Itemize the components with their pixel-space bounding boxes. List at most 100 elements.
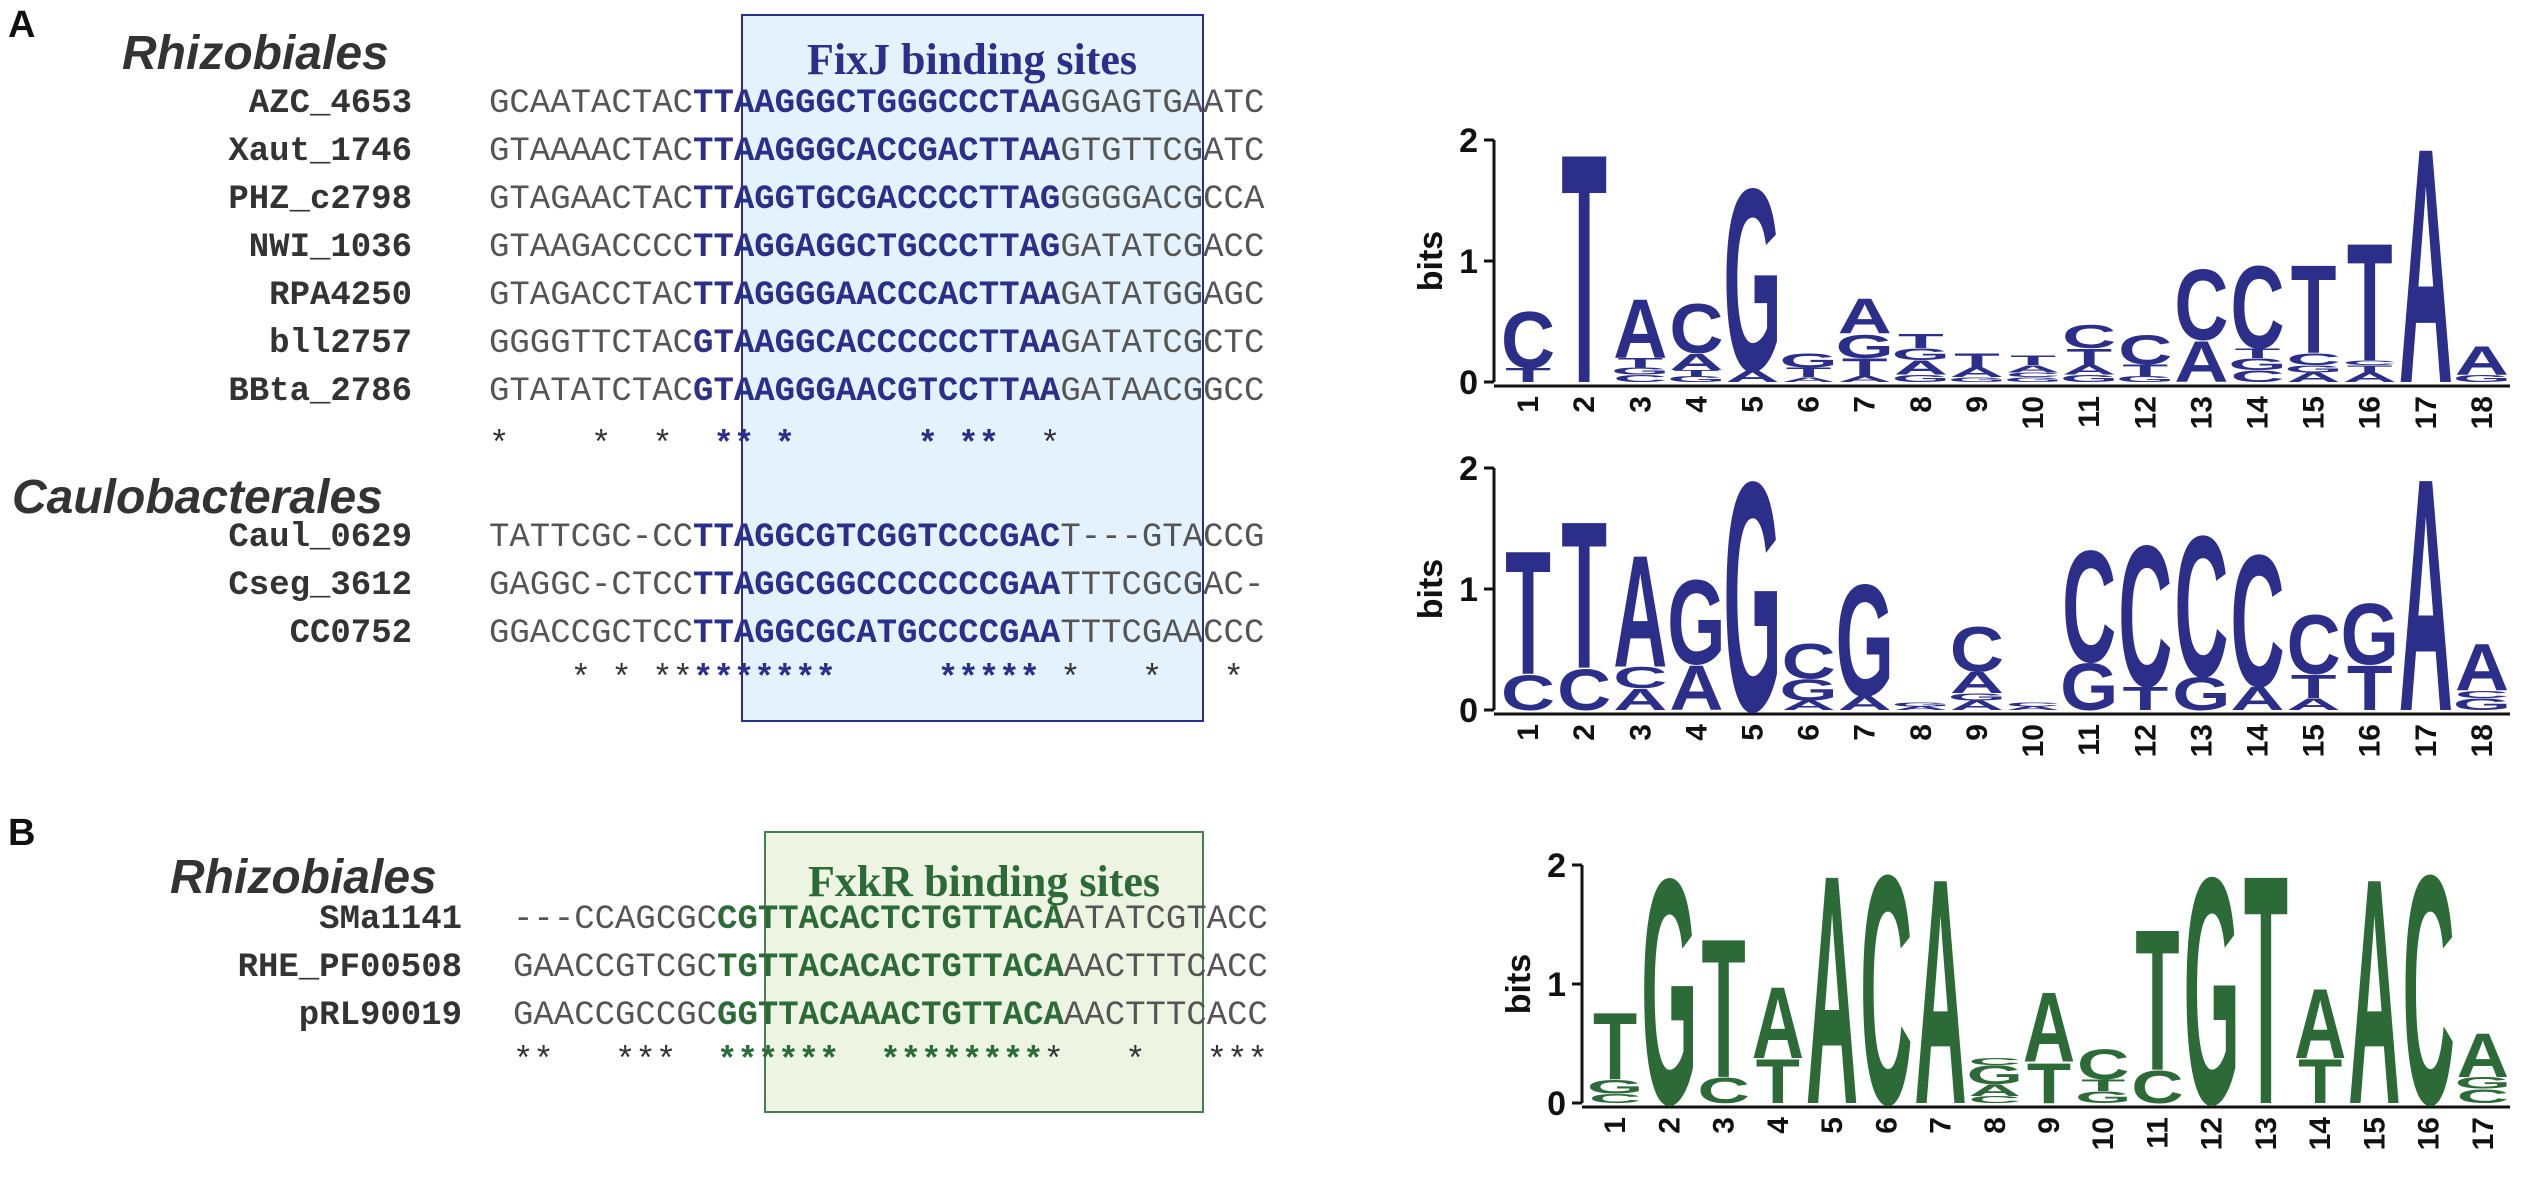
logo-letter: G [2228,355,2286,374]
x-position-label: 2 [1653,1117,1686,1134]
logo-letter: A [2399,411,2453,782]
gene-name: SMa1141 [319,901,462,939]
flanking-sequence: GGAGTGAATC [1060,85,1265,123]
binding-site-box-title: FixJ binding sites [806,35,1138,84]
x-position-label: 12 [2196,1117,2229,1150]
logo-letter: C [1969,1056,2021,1067]
x-position-label: 6 [1870,1117,1903,1134]
binding-site-sequence: TTAAGGGCACCGACTTAA [693,133,1061,171]
logo-letter: G [2004,376,2062,383]
x-position-label: 1 [1599,1117,1632,1134]
binding-site-sequence: TTAGGAGGCTGCCCTTAG [693,229,1061,267]
x-position-label: 5 [1737,396,1770,413]
logo-letter: T [2010,353,2056,368]
logo-letter: G [1967,1060,2023,1090]
logo-letter: G [2075,1089,2131,1107]
gene-name: pRL90019 [298,997,462,1035]
x-position-label: 8 [1905,396,1938,413]
logo-letter: C [2174,494,2228,719]
x-position-label: 15 [2298,396,2331,429]
sequence-row: GTAGAACTACTTAGGTGCGACCCCTTAGGGGGACGCCA [489,176,1264,224]
x-position-label: 16 [2413,1117,2446,1150]
x-position-label: 17 [2410,724,2443,757]
logo-letter: A [1752,965,1804,1079]
logo-letter: A [2287,695,2341,714]
logo-letter: T [2066,344,2112,370]
flanking-sequence: GCAATACTAC [489,85,694,123]
logo-letter: G [2172,668,2230,721]
panel-letter-a: A [8,4,36,46]
sequence-row: GAGGC-CTCCTTAGGCGGCCCCCCCGAATTTCGCGAC- [489,562,1264,610]
sequence-row: GTATATCTACGTAAGGGAACGTCCTTAAGATAACGGCC [489,368,1264,416]
x-position-label: 18 [2466,724,2499,757]
logo-letter: T [2291,668,2337,705]
sequence-row: ---CCAGCGCCGTTACACTCTGTTACAATATCGTACC [513,896,1268,944]
sequence-row: GCAATACTACTTAAGGGCTGGGCCCTAAGGAGTGAATC [489,80,1264,128]
y-tick-label: 0 [1547,1085,1566,1123]
flanking-sequence: GTAAGACCCC [489,229,694,267]
x-position-label: 14 [2242,396,2275,430]
sequence-row: GTAAAACTACTTAAGGGCACCGACTTAAGTGTTCGATC [489,128,1264,176]
logo-letter: A [2294,969,2346,1080]
flanking-sequence: GATATGGAGC [1060,277,1265,315]
flanking-sequence: GTAAAACTAC [489,133,694,171]
logo-letter: C [1860,807,1912,1173]
conservation-stars: ** *** ****** ********* * *** [513,1038,1268,1086]
logo-letter: C [1782,633,1836,690]
conservation-stars-right: * * *** [1043,1043,1268,1081]
logo-letter: T [1617,355,1663,370]
logo-letter: G [1892,345,1950,364]
logo-letter: G [1836,328,1894,365]
x-position-label: 13 [2250,1117,2283,1150]
flanking-sequence: GTAGACCTAC [489,277,694,315]
logo-letter: C [1613,661,1667,695]
x-position-label: 11 [2141,1117,2174,1149]
logo-letter: C [2230,367,2284,386]
logo-letter: C [2287,598,2341,692]
logo-letter: A [2006,706,2060,712]
flanking-sequence: AACTTTCACC [1063,949,1268,987]
x-position-label: 17 [2410,396,2443,429]
logo-letter: T [1954,349,2000,372]
logo-letter: T [2244,807,2288,1173]
flanking-sequence: AACTTTCACC [1063,997,1268,1035]
sequence-row: GAACCGTCGCTGTTACACACTGTTACAAACTTTCACC [513,944,1268,992]
y-tick-label: 2 [1459,450,1478,488]
logo-letter: T [1786,365,1832,380]
logo-letter: T [1505,514,1551,712]
logo-letter: G [1892,702,1950,708]
logo-letter: G [1948,376,2006,383]
logo-letter: G [2453,373,2511,384]
taxon-group-title: Caulobacterales [12,471,383,524]
sequence-row: GAACCGCCGCGGTTACAAACTGTTACAAACTTTCACC [513,992,1268,1040]
logo-letter: C [1950,613,2004,685]
gene-name: RHE_PF00508 [237,949,462,987]
flanking-sequence: GTAGAACTAC [489,181,694,219]
x-position-label: 9 [2033,1117,2066,1134]
logo-letter: A [2455,631,2509,706]
logo-letter: T [2122,361,2168,380]
logo-letter: C [1697,1071,1749,1112]
conservation-stars-left: ** *** [513,1043,697,1081]
flanking-sequence: GGACCGCTCC [489,615,694,653]
binding-site-box-title: FxkR binding sites [807,857,1161,906]
binding-site-sequence: CGTTACACTCTGTTACA [717,901,1064,939]
logo-letter: T [1842,353,1888,381]
gene-name: Xaut_1746 [228,133,412,171]
binding-site-sequence: TTAAGGGCTGGGCCCTAA [693,85,1061,123]
x-position-label: 1 [1512,724,1545,741]
logo-letter: A [1969,1081,2021,1099]
x-position-label: 14 [2304,1117,2337,1151]
conservation-stars: * * ********* ***** * * * [489,656,1244,704]
logo-letter: G [2341,586,2399,684]
logo-letter: C [2403,807,2455,1173]
taxon-group-title: Rhizobiales [122,27,389,80]
x-position-label: 11 [2073,724,2106,756]
logo-letter: T [1674,369,1720,378]
logo-letter: G [2060,373,2118,384]
x-position-label: 16 [2354,396,2387,429]
conservation-stars-left: * * ** [489,661,694,699]
x-position-label: 5 [1737,724,1770,741]
x-position-label: 4 [1680,724,1713,741]
flanking-sequence: TTTCGAACCC [1060,615,1265,653]
